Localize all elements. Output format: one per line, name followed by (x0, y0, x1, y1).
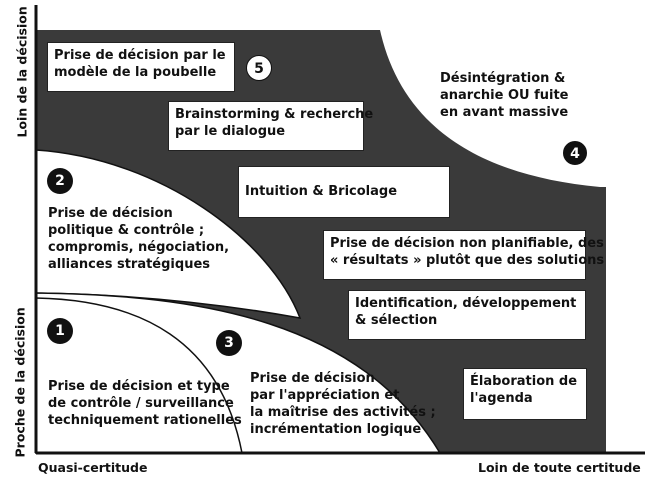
zone-1-badge: 1 (47, 318, 73, 344)
zone-3-line: par l'appréciation et (250, 388, 400, 403)
zone-3-text: Prise de décision par l'appréciation et … (250, 370, 436, 438)
box-line: & sélection (355, 313, 438, 328)
y-axis-label-top: Loin de la décision (14, 6, 30, 138)
zone-1-text: Prise de décision et type de contrôle / … (48, 378, 242, 429)
zone-2-text: Prise de décision politique & contrôle ;… (48, 205, 229, 273)
box-line: « résultats » plutôt que des solutions (330, 253, 605, 268)
zone-1-line: de contrôle / surveillance (48, 396, 234, 411)
zone-1-region (35, 297, 243, 454)
identification-box: Identification, développement & sélectio… (348, 290, 586, 340)
non-planifiable-box: Prise de décision non planifiable, des «… (323, 230, 605, 280)
box-line: Élaboration de (470, 374, 578, 389)
zone-5-badge: 5 (246, 55, 272, 81)
box-line: l'agenda (470, 391, 533, 406)
box-line: Intuition & Bricolage (245, 184, 398, 199)
zone-4-line: anarchie OU fuite (440, 88, 569, 103)
zone-3-line: la maîtrise des activités ; (250, 405, 436, 420)
zone-1-line: Prise de décision et type (48, 379, 230, 394)
zone-2-badge: 2 (47, 168, 73, 194)
box-line: Brainstorming & recherche (175, 107, 374, 122)
zone-4-line: Désintégration & (440, 71, 566, 86)
box-line: par le dialogue (175, 124, 286, 139)
zone-1-line: techniquement rationelles (48, 413, 242, 428)
box-line: Prise de décision non planifiable, des (330, 236, 604, 251)
zone-2-line: politique & contrôle ; (48, 223, 205, 238)
y-axis-label-bottom: Proche de la décision (12, 307, 28, 458)
zone-3-line: Prise de décision (250, 371, 375, 386)
zone-5-box: Prise de décision par le modèle de la po… (47, 42, 235, 92)
box-line: Identification, développement (355, 296, 577, 311)
x-axis-label-left: Quasi-certitude (38, 460, 148, 475)
zone-3-line: incrémentation logique (250, 422, 422, 437)
zone-2-line: compromis, négociation, (48, 240, 230, 255)
zone-4-text: Désintégration & anarchie OU fuite en av… (440, 70, 569, 121)
zone-4-line: en avant massive (440, 105, 569, 120)
x-axis-label-right: Loin de toute certitude (478, 460, 641, 475)
zone-3-badge: 3 (216, 330, 242, 356)
intuition-box: Intuition & Bricolage (238, 166, 450, 218)
zone-2-line: Prise de décision (48, 206, 173, 221)
zone-5-line: Prise de décision par le (54, 48, 226, 63)
elaboration-box: Élaboration de l'agenda (463, 368, 587, 420)
zone-4-badge: 4 (562, 140, 588, 166)
brainstorming-box: Brainstorming & recherche par le dialogu… (168, 101, 374, 151)
zone-5-line: modèle de la poubelle (54, 65, 217, 80)
zone-2-line: alliances stratégiques (48, 257, 210, 272)
